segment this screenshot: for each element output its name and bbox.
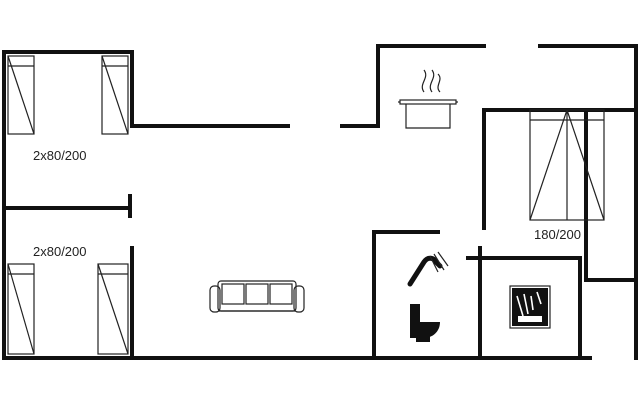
- shower-icon: [407, 251, 449, 287]
- washing-machine-icon: [509, 285, 551, 329]
- sofa-icon: [209, 280, 305, 313]
- single-bed-1: [7, 55, 35, 135]
- bed-size-label: 2x80/200: [33, 244, 87, 259]
- bed-size-label: 2x80/200: [33, 148, 87, 163]
- bed-size-label: 180/200: [534, 227, 581, 242]
- bedroom-right: 180/200: [529, 109, 605, 242]
- double-bed: [529, 109, 605, 221]
- single-bed-4: [97, 263, 129, 355]
- cooking-pot-icon: [398, 69, 458, 129]
- bedroom-top: 2x80/200: [7, 55, 129, 163]
- single-bed-2: [101, 55, 129, 135]
- bedroom-bottom: 2x80/200: [7, 244, 129, 355]
- single-bed-3: [7, 263, 35, 355]
- toilet-icon: [410, 304, 440, 342]
